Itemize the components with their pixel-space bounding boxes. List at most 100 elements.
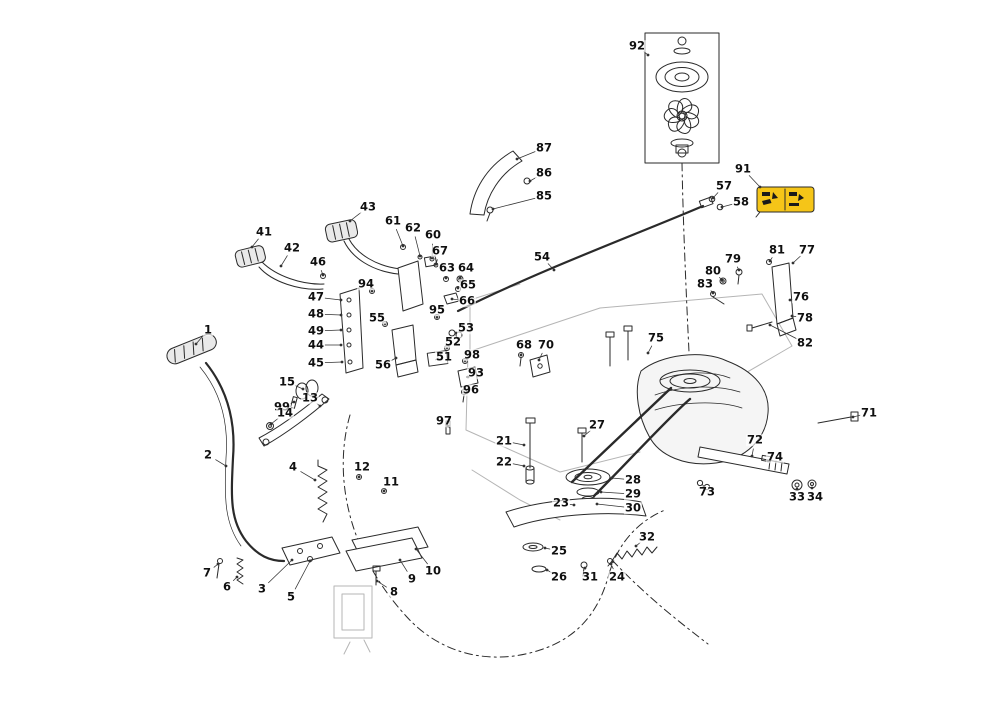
callout-5: 5 xyxy=(285,589,297,604)
callout-21: 21 xyxy=(494,433,514,448)
callout-26: 26 xyxy=(549,569,569,584)
clutch-assembly-92 xyxy=(645,33,719,163)
callout-96: 96 xyxy=(461,382,481,397)
callout-2: 2 xyxy=(202,447,214,462)
callout-7: 7 xyxy=(201,565,213,580)
bolts-21-22-27 xyxy=(526,418,586,484)
frame-dash-outline xyxy=(343,163,708,657)
callout-70: 70 xyxy=(536,337,556,352)
callout-94: 94 xyxy=(356,276,376,291)
callout-56: 56 xyxy=(373,357,393,372)
bolt-71 xyxy=(851,412,858,421)
callout-86: 86 xyxy=(534,165,554,180)
callout-77: 77 xyxy=(797,242,817,257)
bracket-76-78 xyxy=(711,260,797,337)
callout-93: 93 xyxy=(466,365,486,380)
brake-rod-54 xyxy=(458,196,723,311)
callout-75: 75 xyxy=(646,330,666,345)
callout-46: 46 xyxy=(308,254,328,269)
bolt-11 xyxy=(382,489,387,494)
callout-79: 79 xyxy=(723,251,743,266)
callout-61: 61 xyxy=(383,213,403,228)
callout-23: 23 xyxy=(551,495,571,510)
callout-98: 98 xyxy=(462,347,482,362)
callout-74: 74 xyxy=(765,449,785,464)
spring-6-bolt-7 xyxy=(217,558,243,584)
callout-24: 24 xyxy=(607,569,627,584)
callout-34: 34 xyxy=(805,489,825,504)
spring-32 xyxy=(608,547,657,566)
callout-83: 83 xyxy=(695,276,715,291)
callout-85: 85 xyxy=(534,188,554,203)
callout-27: 27 xyxy=(587,417,607,432)
callout-64: 64 xyxy=(456,260,476,275)
callout-42: 42 xyxy=(282,240,302,255)
callout-78: 78 xyxy=(795,310,815,325)
callout-57: 57 xyxy=(714,178,734,193)
callout-87: 87 xyxy=(534,140,554,155)
callout-8: 8 xyxy=(388,584,400,599)
callout-13: 13 xyxy=(300,390,320,405)
callout-49: 49 xyxy=(306,323,326,338)
bracket-68-70 xyxy=(519,353,551,378)
bolt-12 xyxy=(357,475,362,480)
spring-4 xyxy=(318,460,387,522)
callout-29: 29 xyxy=(623,486,643,501)
washer-14 xyxy=(267,423,274,430)
callout-67: 67 xyxy=(430,243,450,258)
cooling-fan xyxy=(662,96,701,134)
callout-72: 72 xyxy=(745,432,765,447)
rod-end-57 xyxy=(709,196,715,202)
callout-3: 3 xyxy=(256,581,268,596)
mount-plates xyxy=(282,527,428,585)
warning-sticker-91 xyxy=(756,187,814,217)
callout-15: 15 xyxy=(277,374,297,389)
callout-43: 43 xyxy=(358,199,378,214)
callout-81: 81 xyxy=(767,242,787,257)
belt-guard-87 xyxy=(470,151,530,221)
callout-92: 92 xyxy=(627,38,647,53)
callout-63: 63 xyxy=(437,260,457,275)
callout-32: 32 xyxy=(637,529,657,544)
callout-47: 47 xyxy=(306,289,326,304)
callout-82: 82 xyxy=(795,335,815,350)
linkage-cluster-60-67 xyxy=(398,245,463,312)
callout-4: 4 xyxy=(287,459,299,474)
callout-76: 76 xyxy=(791,289,811,304)
callout-91: 91 xyxy=(733,161,753,176)
callout-97: 97 xyxy=(434,413,454,428)
callout-33: 33 xyxy=(787,489,807,504)
callout-25: 25 xyxy=(549,543,569,558)
callout-30: 30 xyxy=(623,500,643,515)
callout-48: 48 xyxy=(306,306,326,321)
callout-28: 28 xyxy=(623,472,643,487)
callout-31: 31 xyxy=(580,569,600,584)
callout-9: 9 xyxy=(406,571,418,586)
washer-26 xyxy=(532,566,546,572)
callout-45: 45 xyxy=(306,355,326,370)
callout-58: 58 xyxy=(731,194,751,209)
callout-73: 73 xyxy=(697,484,717,499)
callout-71: 71 xyxy=(859,405,879,420)
callout-60: 60 xyxy=(423,227,443,242)
callout-41: 41 xyxy=(254,224,274,239)
callout-6: 6 xyxy=(221,579,233,594)
callout-54: 54 xyxy=(532,249,552,264)
callout-1: 1 xyxy=(202,322,214,337)
callout-51: 51 xyxy=(434,349,454,364)
callout-95: 95 xyxy=(427,302,447,317)
hand-lever-1-2 xyxy=(165,332,284,561)
callout-44: 44 xyxy=(306,337,326,352)
callout-11: 11 xyxy=(381,474,401,489)
support-plate-center xyxy=(340,288,418,377)
callout-14: 14 xyxy=(275,405,295,420)
pedal-41 xyxy=(234,245,325,290)
washer-25 xyxy=(523,543,543,551)
callout-62: 62 xyxy=(403,220,423,235)
callout-65: 65 xyxy=(458,277,478,292)
callout-22: 22 xyxy=(494,454,514,469)
callout-10: 10 xyxy=(423,563,443,578)
callout-80: 80 xyxy=(703,263,723,278)
